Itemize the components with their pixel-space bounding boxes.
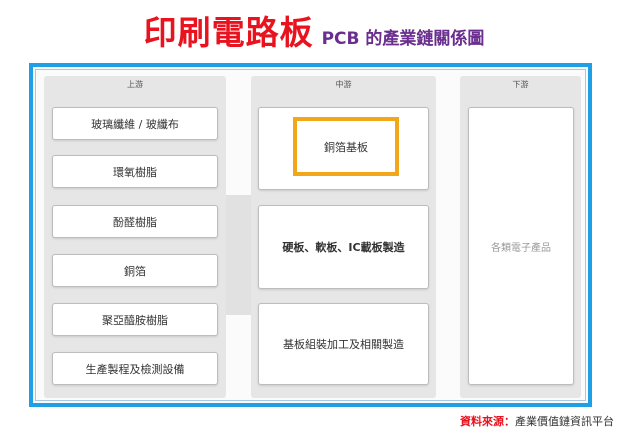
- upstream-item-polyimide-resin: 聚亞醯胺樹脂: [52, 303, 218, 336]
- upstream-item-copper-foil: 銅箔: [52, 254, 218, 287]
- source-credit: 資料來源：產業價值鏈資訊平台: [460, 413, 614, 429]
- midstream-header: 中游: [335, 80, 352, 89]
- upstream-header: 上游: [127, 80, 143, 89]
- midstream-item-assembly: 基板組裝加工及相關製造: [258, 303, 429, 385]
- upstream-item-epoxy-resin: 環氧樹脂: [52, 155, 218, 188]
- downstream-item-electronics: 各類電子產品: [468, 107, 574, 385]
- midstream-item-board-manufacturing: 硬板、軟板、IC載板製造: [258, 205, 429, 289]
- upstream-item-equipment: 生產製程及檢測設備: [52, 352, 218, 385]
- source-label: 資料來源：: [460, 415, 515, 428]
- upstream-item-glass-fiber: 玻璃纖維 / 玻纖布: [52, 107, 218, 140]
- diagram-frame: 上游 玻璃纖維 / 玻纖布 環氧樹脂 酚醛樹脂 銅箔 聚亞醯胺樹脂 生產製程及檢…: [29, 63, 592, 407]
- midstream-item-copper-clad-laminate: 銅箔基板: [293, 117, 399, 176]
- title-main: 印刷電路板: [143, 13, 314, 52]
- downstream-header: 下游: [512, 80, 529, 89]
- diagram-inner: 上游 玻璃纖維 / 玻纖布 環氧樹脂 酚醛樹脂 銅箔 聚亞醯胺樹脂 生產製程及檢…: [35, 69, 586, 401]
- source-text: 產業價值鏈資訊平台: [515, 415, 614, 428]
- upstream-item-phenolic-resin: 酚醛樹脂: [52, 205, 218, 238]
- title-subtitle: PCB 的產業鏈關係圖: [321, 29, 485, 49]
- diagram-title: 印刷電路板 PCB 的產業鏈關係圖: [0, 6, 628, 54]
